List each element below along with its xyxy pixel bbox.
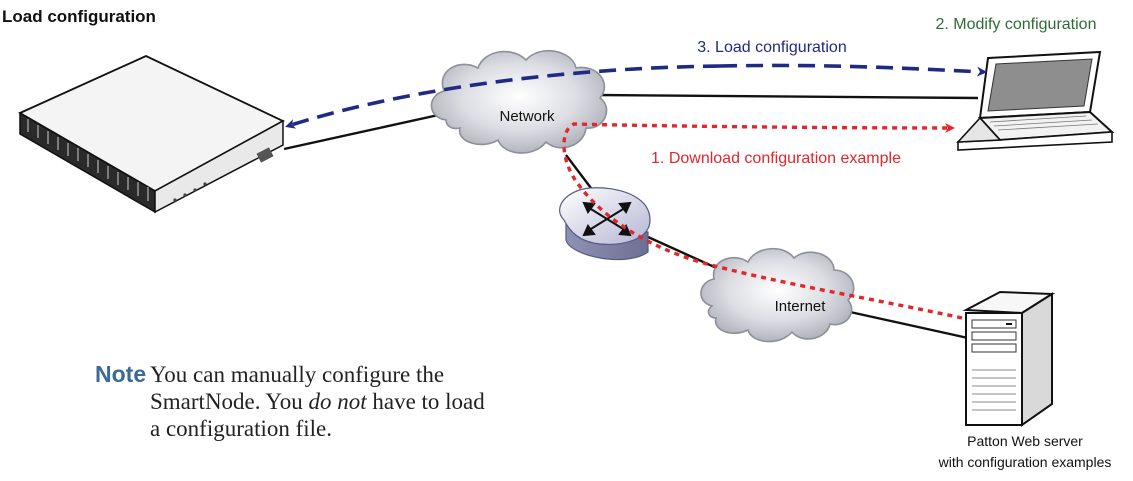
note-heading: Note — [95, 361, 147, 387]
download-configuration-arrow — [562, 122, 963, 320]
step3-label: 3. Load configuration — [697, 39, 846, 56]
server-caption-line2: with configuration examples — [938, 454, 1112, 470]
note-emphasis: do not — [308, 389, 367, 414]
step2-label: 2. Modify configuration — [936, 16, 1097, 33]
smartnode-to-network-line — [283, 110, 453, 151]
internet-label: Internet — [775, 298, 827, 315]
laptop-icon — [956, 50, 1115, 151]
note-text: You can manually configure the SmartNode… — [150, 361, 490, 442]
smartnode-device-icon — [18, 55, 285, 214]
network-to-laptop-line — [595, 93, 979, 100]
arrow-to-smartnode — [285, 64, 721, 129]
arrow-to-laptop — [719, 63, 987, 77]
server-caption-line1: Patton Web server — [967, 433, 1083, 449]
note-text-part2: have to load a configuration file. — [150, 389, 485, 441]
diagram-title: Load configuration — [2, 7, 156, 26]
web-server-icon — [962, 290, 1056, 427]
load-configuration-arrows — [285, 63, 987, 129]
internet-cloud-icon — [700, 247, 855, 343]
step1-label: 1. Download configuration example — [651, 150, 901, 167]
note-text-part1: You can manually configure the SmartNode… — [150, 362, 445, 414]
network-label: Network — [499, 108, 555, 125]
router-icon — [559, 187, 651, 261]
internet-to-server-line — [831, 306, 969, 340]
network-cloud-icon — [430, 50, 608, 154]
